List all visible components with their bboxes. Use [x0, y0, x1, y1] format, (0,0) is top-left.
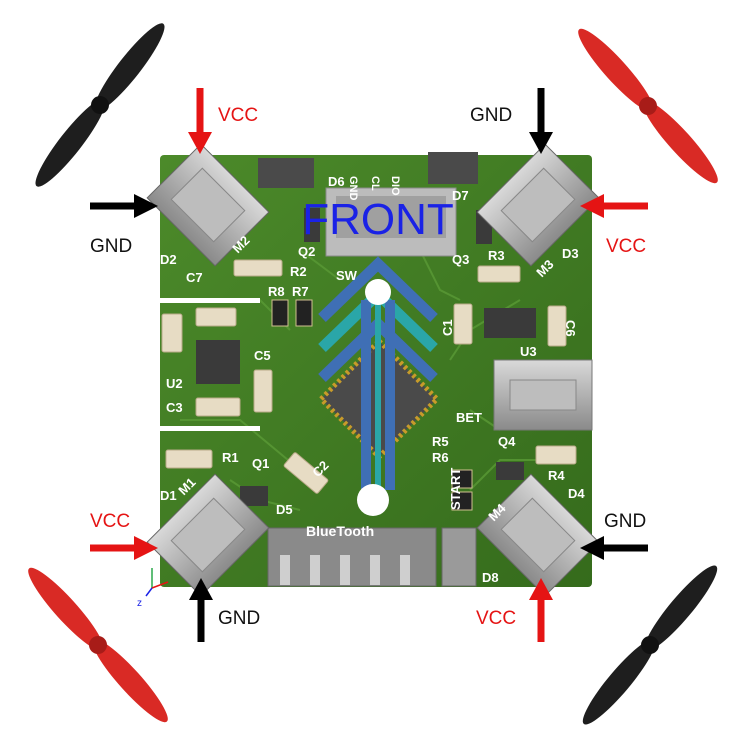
- silk-q3: Q3: [452, 252, 469, 267]
- silk-c1: C1: [440, 319, 455, 336]
- arrow-bottom-left-vcc: [90, 536, 158, 560]
- silk-q1: Q1: [252, 456, 269, 471]
- silk-bluetooth: BlueTooth: [306, 523, 374, 539]
- propeller-top-right: [578, 28, 718, 184]
- arrow-bottom-left-gnd: [189, 578, 213, 642]
- label-bottom-right-gnd: GND: [604, 511, 646, 532]
- arrow-top-left-vcc: [188, 88, 212, 154]
- silk-r6: R6: [432, 450, 449, 465]
- silk-sw: SW: [336, 268, 358, 283]
- silk-d5: D5: [276, 502, 293, 517]
- axis-indicator: z: [137, 568, 169, 609]
- label-top-right-gnd: GND: [470, 105, 512, 126]
- label-bottom-left-vcc: VCC: [90, 511, 130, 532]
- silk-q2: Q2: [298, 244, 315, 259]
- silk-d2: D2: [160, 252, 177, 267]
- silk-u2: U2: [166, 376, 183, 391]
- silk-q4: Q4: [498, 434, 516, 449]
- silk-bet: BET: [456, 410, 482, 425]
- label-top-left-gnd: GND: [90, 236, 132, 257]
- arrow-bottom-right-vcc: [529, 578, 553, 642]
- motor-connector-m2: [146, 143, 270, 267]
- silk-dio: DIO: [389, 176, 401, 196]
- motor-connector-m1: [146, 473, 270, 597]
- label-top-right-vcc: VCC: [606, 236, 646, 257]
- label-top-left-vcc: VCC: [218, 105, 258, 126]
- chip-u3: [484, 308, 536, 338]
- silk-d6: D6: [328, 174, 345, 189]
- label-bottom-left-gnd: GND: [218, 608, 260, 629]
- silk-d7: D7: [452, 188, 469, 203]
- arrow-bottom-right-gnd: [580, 536, 648, 560]
- silk-d1: D1: [160, 488, 177, 503]
- silk-r1: R1: [222, 450, 239, 465]
- propeller-bottom-right: [582, 565, 718, 725]
- silk-d4: D4: [568, 486, 585, 501]
- chip-u2: [196, 340, 240, 384]
- arrow-top-right-gnd: [529, 88, 553, 154]
- silk-gnd: GND: [347, 176, 359, 201]
- silk-c5: C5: [254, 348, 271, 363]
- label-bottom-right-vcc: VCC: [476, 608, 516, 629]
- silk-start: START: [448, 468, 463, 510]
- arrow-top-left-gnd: [90, 194, 158, 218]
- axis-z-label: z: [137, 598, 142, 609]
- silk-r3: R3: [488, 248, 505, 263]
- motor-connector-m4: [476, 473, 600, 597]
- silk-r2: R2: [290, 264, 307, 279]
- propeller-top-left: [35, 23, 165, 187]
- propeller-bottom-left: [28, 567, 168, 723]
- silk-u3: U3: [520, 344, 537, 359]
- silk-r4: R4: [548, 468, 565, 483]
- silk-r5: R5: [432, 434, 449, 449]
- silk-d8: D8: [482, 570, 499, 585]
- silk-r8: R8: [268, 284, 285, 299]
- motor-connector-m3: [476, 143, 600, 267]
- silk-d3: D3: [562, 246, 579, 261]
- silk-c7: C7: [186, 270, 203, 285]
- silk-cl: CL: [369, 176, 381, 191]
- front-direction-chevrons: [318, 256, 438, 516]
- silk-r7: R7: [292, 284, 309, 299]
- arrow-top-right-vcc: [580, 194, 648, 218]
- front-label: FRONT: [302, 195, 454, 244]
- silk-c3: C3: [166, 400, 183, 415]
- silk-c6: C6: [563, 320, 578, 337]
